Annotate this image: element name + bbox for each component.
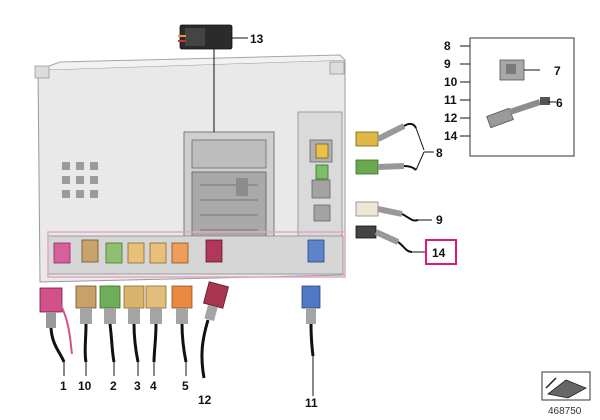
image-number: 468750 — [548, 406, 582, 417]
side-sockets — [315, 143, 329, 180]
callout-6: 6 — [556, 96, 563, 110]
callout-12: 12 — [198, 393, 212, 407]
part-7-clip — [499, 59, 525, 81]
callout-13: 13 — [250, 32, 264, 46]
callout-14: 14 — [432, 246, 446, 260]
legend-item: 9 — [444, 57, 451, 71]
socket-orange — [171, 242, 189, 264]
connector-part-10 — [75, 285, 97, 363]
callout-8: 8 — [436, 146, 443, 160]
callout-2: 2 — [110, 379, 117, 393]
socket-beige — [81, 239, 99, 263]
connector-part-3 — [123, 285, 145, 363]
legend-item: 10 — [444, 75, 458, 89]
connector-part-4 — [145, 285, 167, 363]
connector-part-8-yellow — [355, 122, 417, 147]
callout-9: 9 — [436, 213, 443, 227]
legend-item: 8 — [444, 39, 451, 53]
callout-1: 1 — [60, 379, 67, 393]
vent-grid — [62, 162, 98, 198]
callout-3: 3 — [134, 379, 141, 393]
legend-box — [469, 37, 575, 157]
callout-4: 4 — [150, 379, 157, 393]
legend-item: 11 — [444, 93, 457, 107]
connector-part-5 — [171, 285, 193, 363]
part-6-angle-plug — [486, 97, 550, 129]
connector-part-2 — [99, 285, 121, 363]
cable-connectors — [39, 281, 321, 379]
callout-5: 5 — [182, 379, 189, 393]
bottom-row-highlight — [47, 231, 346, 278]
legend-list: 8 9 10 11 12 14 — [444, 39, 470, 143]
socket-tan — [127, 242, 145, 264]
socket-maroon — [205, 239, 223, 263]
callout-14-highlight — [425, 239, 457, 265]
callout-7: 7 — [554, 64, 561, 78]
plug-part-13 — [178, 24, 233, 132]
socket-green — [105, 242, 123, 264]
right-loose-connectors — [355, 122, 419, 253]
legend-item: 12 — [444, 111, 458, 125]
legend-item: 14 — [444, 129, 458, 143]
socket-tan-2 — [149, 242, 167, 264]
socket-pink — [53, 242, 71, 264]
connector-part-1 — [39, 287, 73, 363]
view-direction-icon — [541, 371, 591, 401]
head-unit-housing — [34, 54, 346, 283]
connector-part-14 — [355, 225, 413, 253]
connector-part-11 — [301, 285, 321, 357]
connector-part-9 — [355, 201, 419, 222]
connector-part-12 — [200, 281, 229, 379]
callout-11: 11 — [305, 396, 318, 410]
unit-sockets — [53, 239, 325, 264]
connector-part-8-green — [355, 159, 417, 175]
socket-blue — [307, 239, 325, 263]
callout-10: 10 — [78, 379, 92, 393]
